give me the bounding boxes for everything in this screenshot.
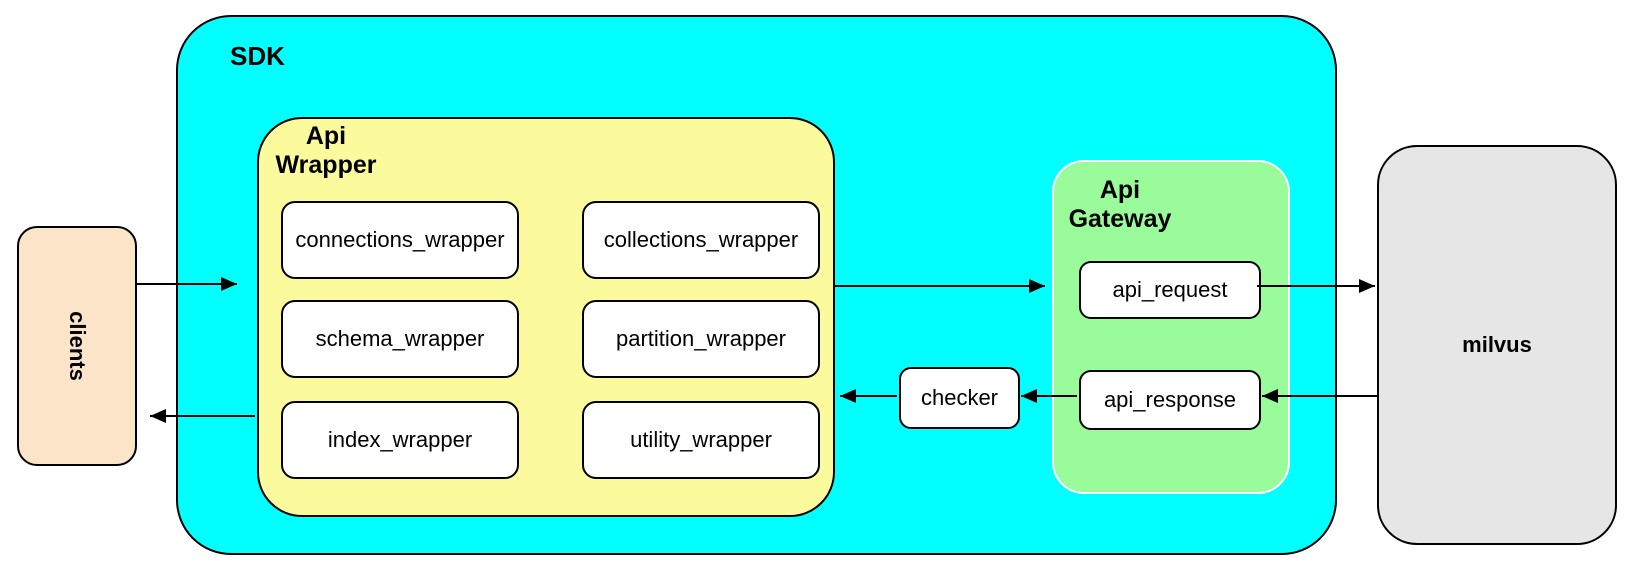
utility-wrapper-box: utility_wrapper — [582, 401, 820, 479]
api-wrapper-label-line1: Api — [305, 122, 347, 150]
api-response-box: api_response — [1079, 370, 1261, 430]
sdk-label: SDK — [230, 41, 285, 71]
clients-label: clients — [64, 311, 90, 381]
schema-wrapper-box: schema_wrapper — [281, 300, 519, 378]
api-request-box: api_request — [1079, 261, 1261, 319]
api-gateway-label-line1: Api — [1099, 176, 1141, 204]
checker-box: checker — [899, 367, 1020, 429]
api-wrapper-container: Api Wrapper connections_wrapper collecti… — [257, 117, 835, 517]
api-gateway-container: Api Gateway api_request api_response — [1052, 160, 1290, 494]
api-gateway-label-line2: Gateway — [1068, 205, 1172, 233]
api-wrapper-label-line2: Wrapper — [275, 151, 377, 179]
api-gateway-label: Api Gateway — [1060, 176, 1180, 234]
connections-wrapper-box: connections_wrapper — [281, 201, 519, 279]
clients-box: clients — [17, 226, 137, 466]
milvus-label: milvus — [1462, 332, 1532, 357]
collections-wrapper-box: collections_wrapper — [582, 201, 820, 279]
sdk-container: SDK Api Wrapper connections_wrapper coll… — [176, 15, 1337, 555]
milvus-box: milvus — [1377, 145, 1617, 545]
api-wrapper-label: Api Wrapper — [267, 122, 385, 180]
partition-wrapper-box: partition_wrapper — [582, 300, 820, 378]
index-wrapper-box: index_wrapper — [281, 401, 519, 479]
